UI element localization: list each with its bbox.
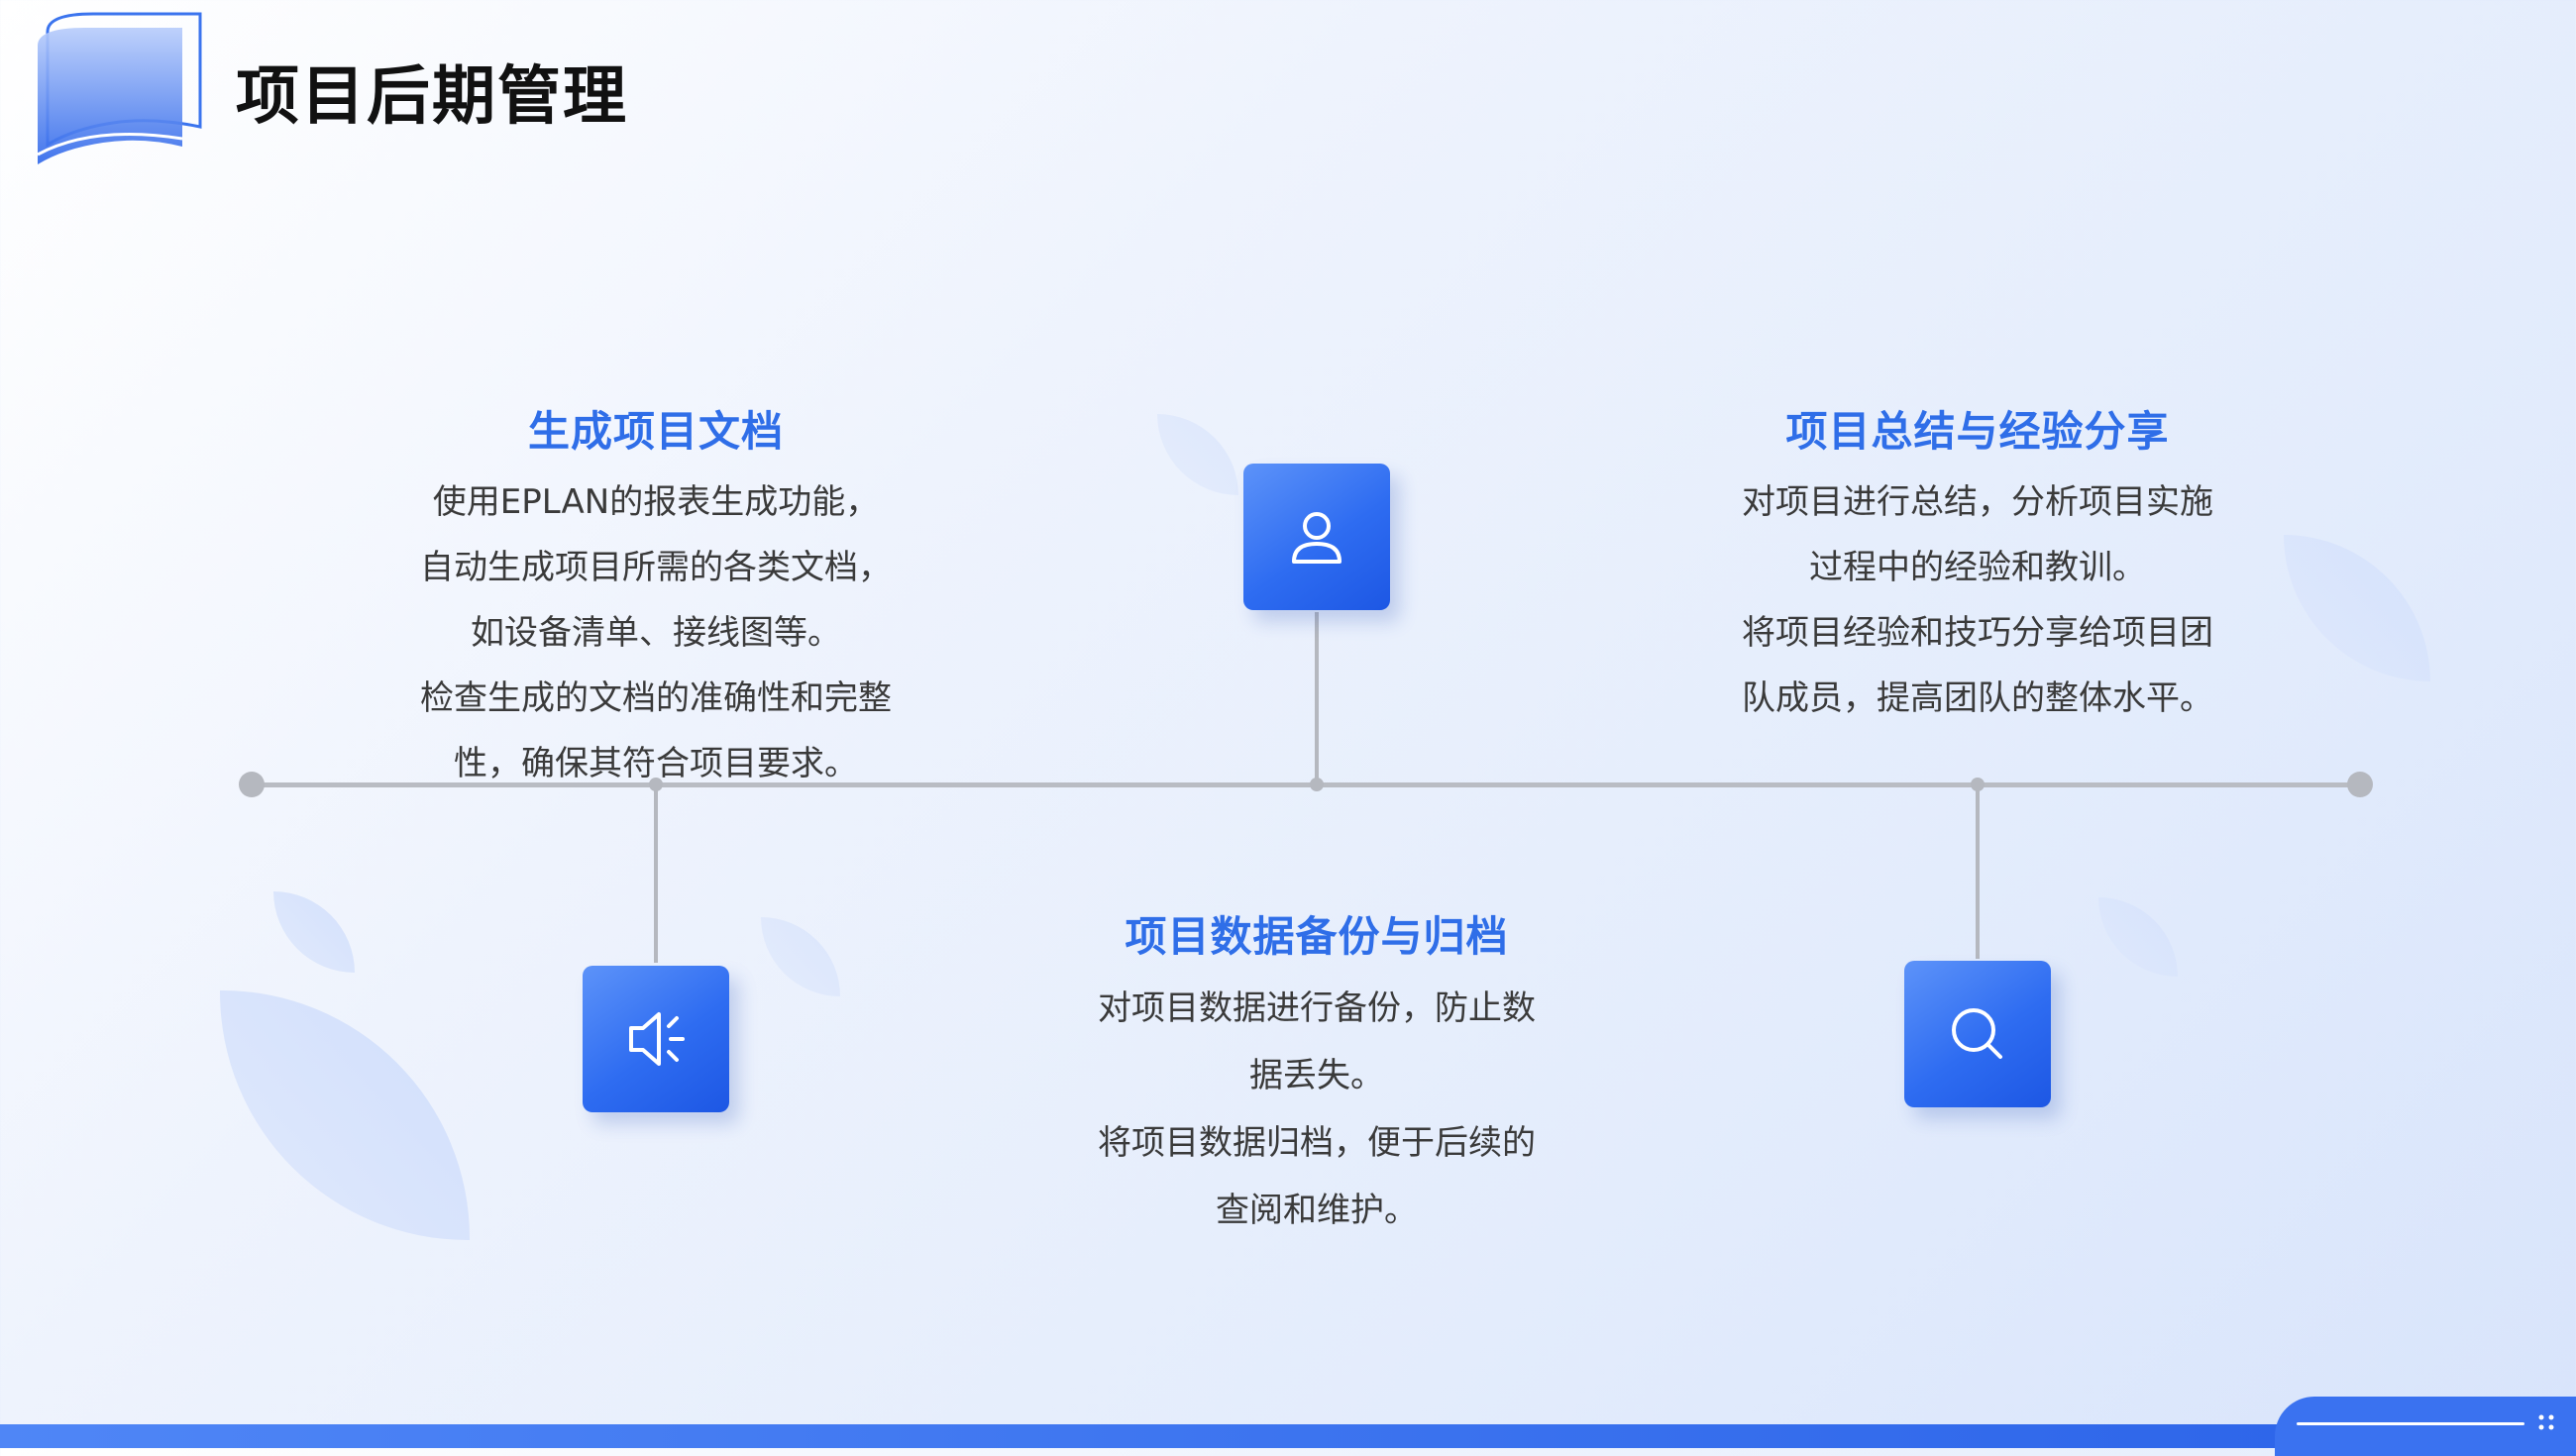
- item-text-line: 将项目经验和技巧分享给项目团: [1742, 613, 2213, 653]
- search-icon: [1952, 1008, 2002, 1059]
- item-title: 生成项目文档: [527, 407, 784, 456]
- speaker-icon-box: [583, 966, 729, 1112]
- item-data-backup: 项目数据备份与归档 对项目数据进行备份，防止数 据丢失。 将项目数据归档，便于后…: [1020, 907, 1614, 1244]
- bottom-line: [2297, 1422, 2524, 1425]
- timeline-start-dot: [239, 772, 265, 797]
- item-text-line: 对项目进行总结，分析项目实施: [1742, 482, 2213, 522]
- timeline-node-dot: [649, 778, 663, 791]
- timeline-stem: [1976, 788, 1980, 959]
- item-text-line: 将项目数据归档，便于后续的: [1098, 1123, 1536, 1163]
- item-text-line: 如设备清单、接线图等。: [471, 613, 841, 653]
- page-title: 项目后期管理: [236, 60, 628, 134]
- book-cylinder-icon: [37, 12, 202, 164]
- decorative-leaf: [761, 917, 840, 996]
- item-text-line: 据丢失。: [1249, 1056, 1384, 1095]
- timeline-stem: [1315, 612, 1319, 782]
- item-text-line: 使用EPLAN的报表生成功能，: [432, 482, 880, 522]
- timeline-node-dot: [1310, 778, 1324, 791]
- item-text-line: 过程中的经验和教训。: [1809, 548, 2146, 587]
- item-title: 项目总结与经验分享: [1785, 407, 2170, 456]
- timeline-end-dot: [2347, 772, 2373, 797]
- item-text-line: 查阅和维护。: [1216, 1191, 1418, 1230]
- decorative-leaf: [2098, 897, 2178, 977]
- decorative-leaf: [2284, 535, 2430, 681]
- bottom-bar: [0, 1424, 2576, 1448]
- decorative-leaf: [273, 891, 355, 973]
- item-title: 项目数据备份与归档: [1125, 912, 1509, 961]
- item-text-line: 自动生成项目所需的各类文档，: [420, 548, 892, 587]
- bottom-tab: [2275, 1397, 2576, 1456]
- search-icon-box: [1904, 961, 2051, 1107]
- decorative-leaf-large: [220, 990, 470, 1240]
- item-text-line: 队成员，提高团队的整体水平。: [1742, 678, 2213, 718]
- timeline-stem: [654, 788, 658, 963]
- item-text-line: 检查生成的文档的准确性和完整: [420, 678, 892, 718]
- item-text-line: 性，确保其符合项目要求。: [454, 744, 858, 783]
- user-icon-box: [1243, 464, 1390, 610]
- user-icon: [1292, 512, 1342, 564]
- timeline-line: [251, 782, 2361, 787]
- decorative-leaf: [1157, 414, 1238, 495]
- item-summary-sharing: 项目总结与经验分享 对项目进行总结，分析项目实施 过程中的经验和教训。 将项目经…: [1680, 402, 2275, 731]
- timeline-node-dot: [1971, 778, 1985, 791]
- dots-icon: [2538, 1414, 2554, 1430]
- speaker-icon: [629, 1012, 685, 1066]
- item-text-line: 对项目数据进行备份，防止数: [1098, 988, 1536, 1028]
- item-generate-docs: 生成项目文档 使用EPLAN的报表生成功能， 自动生成项目所需的各类文档， 如设…: [359, 402, 953, 796]
